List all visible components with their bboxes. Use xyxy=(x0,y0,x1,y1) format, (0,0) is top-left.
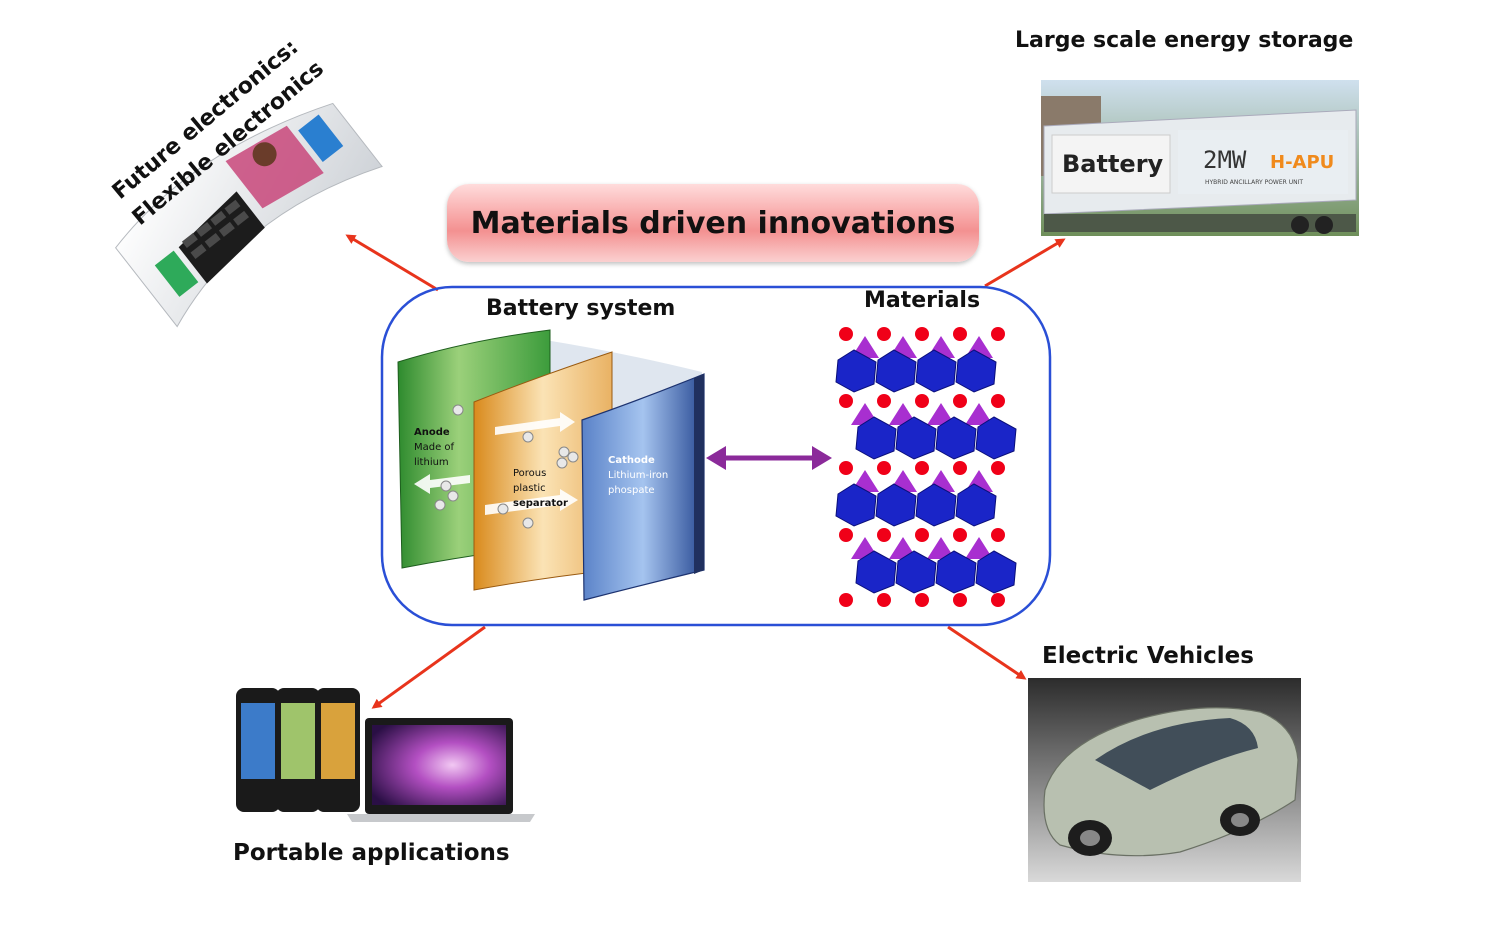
atom xyxy=(877,593,891,607)
atom xyxy=(991,528,1005,542)
storage-title: Large scale energy storage xyxy=(1015,28,1354,53)
atom xyxy=(839,461,853,475)
energy-storage-image: Battery 2MW H-APU HYBRID ANCILLARY POWER… xyxy=(1041,80,1359,236)
octahedron xyxy=(875,483,917,527)
flexible-phone-image xyxy=(114,102,383,328)
central-box xyxy=(380,285,1052,627)
octahedron xyxy=(915,483,957,527)
octahedron xyxy=(955,483,997,527)
storage-sign-sub: HYBRID ANCILLARY POWER UNIT xyxy=(1205,179,1303,186)
atom xyxy=(991,327,1005,341)
storage-sign-battery: Battery xyxy=(1062,150,1164,178)
atom xyxy=(877,461,891,475)
atom xyxy=(839,528,853,542)
anode-sub-1: Made of xyxy=(414,442,455,453)
anode-sub-2: lithium xyxy=(414,457,449,468)
atom xyxy=(953,461,967,475)
octahedron xyxy=(855,550,897,594)
arrow-to-portable xyxy=(371,625,486,709)
battery-illustration: Anode Made of lithium Porous plastic sep… xyxy=(397,329,705,601)
crystal-structure xyxy=(835,327,1017,607)
tetrahedron xyxy=(927,537,955,559)
atom xyxy=(877,327,891,341)
octahedron xyxy=(875,349,917,393)
purple-double-arrow xyxy=(706,446,832,470)
octahedron xyxy=(935,550,977,594)
separator-label-2: plastic xyxy=(513,483,546,494)
octahedron xyxy=(835,483,877,527)
atom xyxy=(953,394,967,408)
innovations-banner: Materials driven innovations xyxy=(447,184,979,262)
separator-label-3: separator xyxy=(513,498,568,509)
arrow-to-ev xyxy=(947,625,1027,680)
portable-devices-image xyxy=(236,688,535,822)
atom xyxy=(915,327,929,341)
arrow-to-storage xyxy=(984,238,1066,288)
electric-vehicle-image xyxy=(1028,678,1301,882)
atom xyxy=(991,461,1005,475)
storage-sign-hapu: H-APU xyxy=(1270,152,1334,173)
atom xyxy=(839,394,853,408)
cathode-sub-1: Lithium-iron xyxy=(608,470,668,481)
atom xyxy=(953,593,967,607)
octahedron xyxy=(855,416,897,460)
tetrahedron xyxy=(965,537,993,559)
octahedron xyxy=(975,550,1017,594)
octahedron xyxy=(935,416,977,460)
atom xyxy=(839,327,853,341)
atom xyxy=(915,593,929,607)
octahedron xyxy=(955,349,997,393)
tetrahedron xyxy=(927,403,955,425)
separator-label-1: Porous xyxy=(513,468,546,479)
octahedron xyxy=(915,349,957,393)
atom xyxy=(991,593,1005,607)
arrow-to-flexible xyxy=(345,234,439,292)
battery-system-label: Battery system xyxy=(486,296,676,321)
octahedron xyxy=(975,416,1017,460)
anode-label: Anode xyxy=(414,427,450,438)
banner-title: Materials driven innovations xyxy=(470,205,956,241)
atom xyxy=(953,528,967,542)
storage-sign-mw: 2MW xyxy=(1203,146,1247,174)
atom xyxy=(839,593,853,607)
ev-title: Electric Vehicles xyxy=(1042,643,1254,669)
atom xyxy=(991,394,1005,408)
atom xyxy=(877,394,891,408)
atom xyxy=(953,327,967,341)
atom xyxy=(877,528,891,542)
octahedron xyxy=(895,416,937,460)
cathode-sub-2: phospate xyxy=(608,485,655,496)
atom xyxy=(915,394,929,408)
octahedron xyxy=(835,349,877,393)
tetrahedron xyxy=(965,403,993,425)
materials-label: Materials xyxy=(864,288,981,313)
atom xyxy=(915,528,929,542)
cathode-label: Cathode xyxy=(608,455,655,466)
octahedron xyxy=(895,550,937,594)
atom xyxy=(915,461,929,475)
portable-title: Portable applications xyxy=(233,840,510,866)
